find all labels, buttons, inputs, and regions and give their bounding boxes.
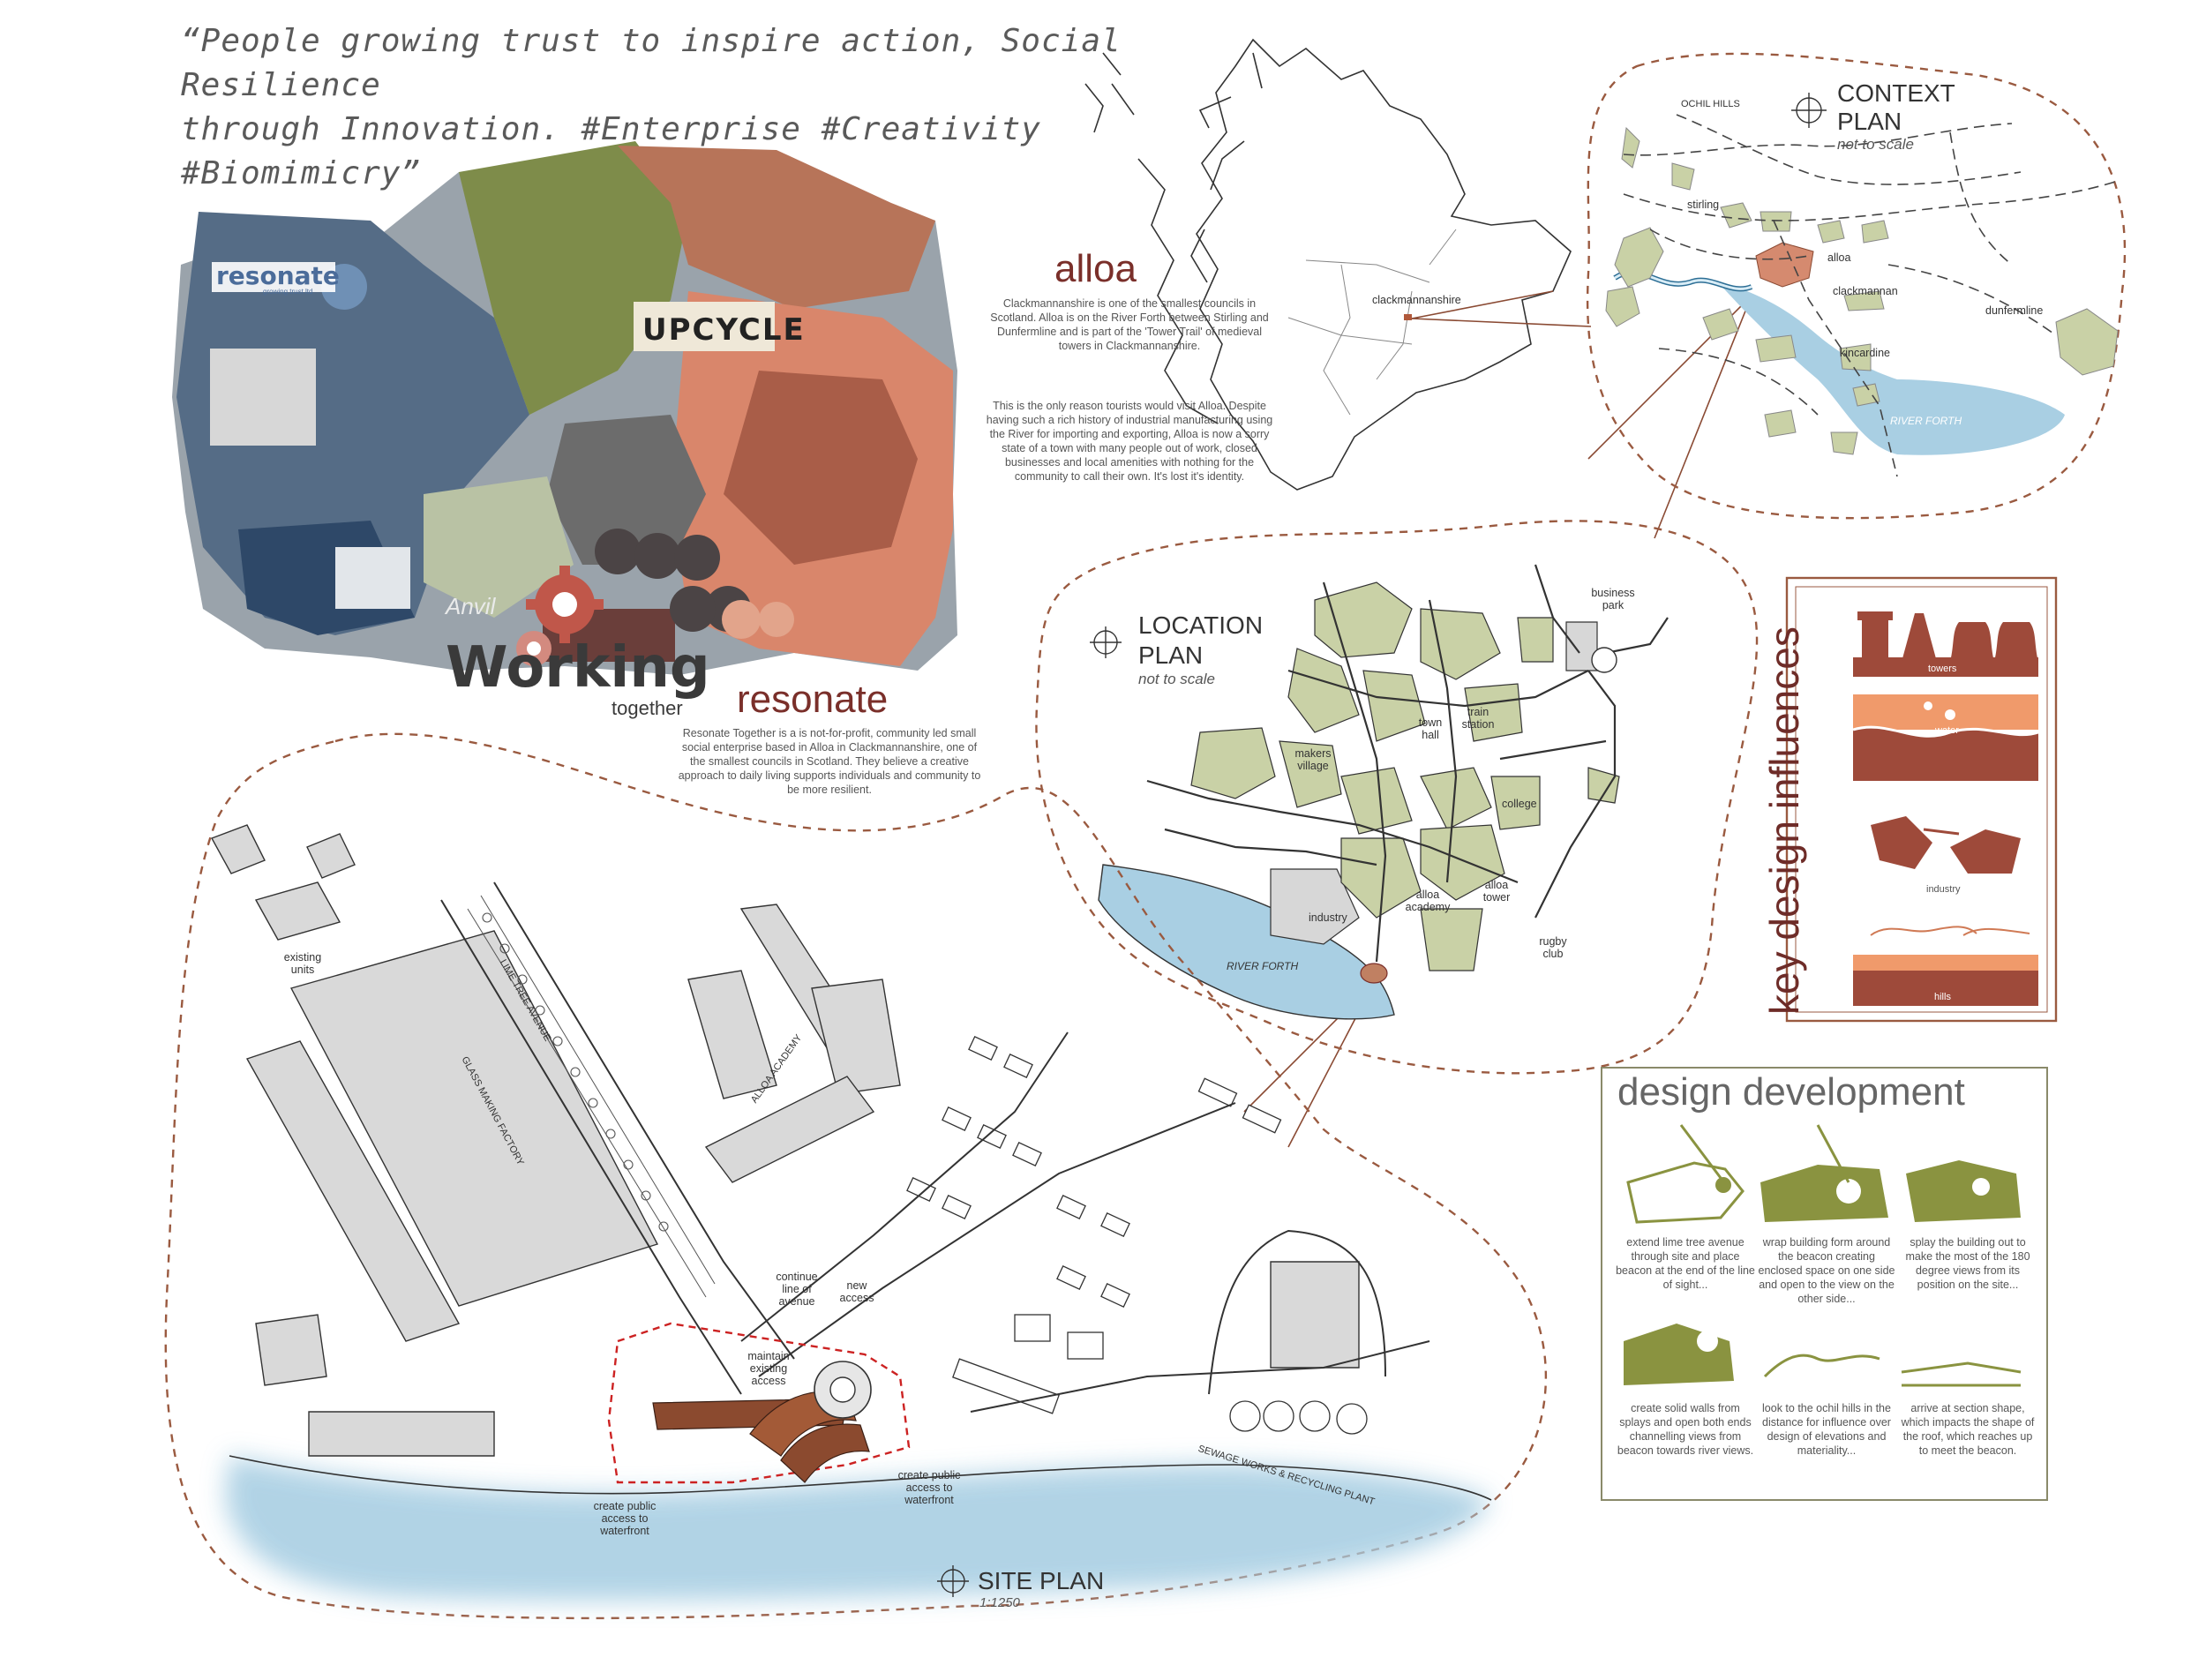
label-town-hall: town hall bbox=[1418, 716, 1443, 741]
hills-icon bbox=[1853, 926, 2038, 1006]
label-public-access-1: create public access to waterfront bbox=[593, 1500, 657, 1537]
alloa-heading: alloa bbox=[1054, 247, 1137, 290]
key-design-influences-panel bbox=[1785, 576, 2058, 1023]
context-plan-title-2: PLAN bbox=[1837, 108, 1902, 135]
site-marker bbox=[1360, 963, 1388, 984]
resonate-heading: resonate bbox=[737, 678, 889, 721]
label-alloa-academy-location: alloa academy bbox=[1405, 889, 1451, 913]
label-clackmannan: clackmannan bbox=[1833, 285, 1898, 297]
industry-icon bbox=[1871, 816, 2021, 874]
gear-icon bbox=[526, 566, 604, 643]
location-plan-map bbox=[1090, 564, 1669, 1020]
location-roads bbox=[1146, 564, 1669, 963]
gear-icon-small bbox=[516, 631, 552, 666]
alloa-paragraph-2: This is the only reason tourists would v… bbox=[986, 400, 1273, 483]
north-arrow-context bbox=[1791, 93, 1827, 128]
key-design-influences-title: key design influences bbox=[1761, 626, 1807, 1015]
design-development-title: design development bbox=[1617, 1070, 1965, 1114]
label-business-park: business park bbox=[1591, 587, 1635, 611]
label-river-forth-location: RIVER FORTH bbox=[1227, 960, 1299, 972]
location-plan-outline bbox=[1035, 520, 1759, 1075]
label-alloa-tower: alloa tower bbox=[1482, 879, 1511, 904]
label-river-forth-context: RIVER FORTH bbox=[1890, 415, 1962, 427]
site-plan-map bbox=[210, 824, 1492, 1601]
slogan-line-1: “People growing trust to inspire action,… bbox=[181, 23, 1122, 103]
clackmannanshire-marker bbox=[1404, 314, 1412, 320]
design-step-1: extend lime tree avenue through site and… bbox=[1616, 1236, 1755, 1291]
label-ochil-hills: OCHIL HILLS bbox=[1681, 99, 1740, 109]
context-plan-scale: not to scale bbox=[1837, 136, 1914, 153]
label-train-station: train station bbox=[1461, 706, 1495, 731]
north-arrow-site bbox=[937, 1565, 969, 1597]
label-makers-village: makers village bbox=[1294, 747, 1332, 772]
resonate-paragraph: Resonate Together is a is not-for-profit… bbox=[678, 727, 981, 796]
influence-towers: towers bbox=[1928, 664, 1957, 674]
slogan-line-2: through Innovation. #Enterprise #Creativ… bbox=[181, 111, 1041, 191]
label-industry-location: industry bbox=[1309, 911, 1347, 924]
site-plan-title: SITE PLAN bbox=[978, 1567, 1105, 1594]
label-alloa: alloa bbox=[1827, 251, 1851, 264]
label-rugby-club: rugby club bbox=[1539, 935, 1567, 960]
location-plan-scale: not to scale bbox=[1138, 671, 1215, 687]
location-plan-title-2: PLAN bbox=[1138, 641, 1204, 669]
label-college: college bbox=[1502, 798, 1537, 810]
clackmannanshire-label: clackmannanshire bbox=[1372, 294, 1461, 306]
context-plan-outline bbox=[1586, 52, 2127, 520]
design-step-2: wrap building form around the beacon cre… bbox=[1758, 1236, 1895, 1305]
influence-water: water bbox=[1935, 725, 1959, 736]
label-dunfermline: dunfermline bbox=[1985, 304, 2044, 317]
context-plan-map bbox=[1605, 93, 2119, 477]
upcycle-word: UPCYCLE bbox=[642, 312, 806, 348]
slogan: “People growing trust to inspire action,… bbox=[181, 19, 1152, 196]
proposed-building bbox=[652, 1361, 872, 1483]
label-stirling: stirling bbox=[1687, 199, 1720, 211]
design-development-panel bbox=[1601, 1067, 2048, 1501]
label-maintain-access: maintain existing access bbox=[747, 1350, 790, 1387]
design-step-6: arrive at section shape, which impacts t… bbox=[1901, 1402, 2035, 1457]
water-icon bbox=[1852, 694, 2039, 781]
towers-icon bbox=[1853, 611, 2038, 677]
site-plan-scale: 1:1250 bbox=[979, 1595, 1020, 1610]
site-boundary bbox=[607, 1322, 911, 1484]
north-arrow-location bbox=[1090, 626, 1122, 658]
label-public-access-2: create public access to waterfront bbox=[897, 1469, 961, 1506]
influence-industry: industry bbox=[1926, 884, 1961, 895]
resonate-logo-tag: growing trust ltd bbox=[263, 288, 313, 296]
design-step-3: splay the building out to make the most … bbox=[1905, 1236, 2030, 1291]
design-step-5: look to the ochil hills in the distance … bbox=[1762, 1402, 1891, 1457]
site-plan-outline bbox=[164, 732, 1548, 1620]
alloa-paragraph-1: Clackmannanshire is one of the smallest … bbox=[990, 297, 1269, 352]
context-plan-title-1: CONTEXT bbox=[1837, 79, 1955, 107]
scotland-map bbox=[1084, 38, 1572, 491]
resonate-logo-box bbox=[212, 262, 335, 292]
collage bbox=[172, 141, 957, 675]
working-word: Working bbox=[446, 635, 710, 701]
resonate-logo: resonate bbox=[216, 261, 340, 290]
label-new-access: new access bbox=[839, 1279, 874, 1304]
label-existing-units: existing units bbox=[283, 951, 322, 976]
location-plan-title-1: LOCATION bbox=[1138, 611, 1264, 639]
anvil-word: Anvil bbox=[446, 593, 496, 619]
influence-hills: hills bbox=[1934, 992, 1951, 1002]
design-step-4: create solid walls from splays and open … bbox=[1617, 1402, 1754, 1457]
together-word: together bbox=[612, 697, 683, 719]
label-continue-line: continue line of avenue bbox=[776, 1271, 818, 1308]
label-kincardine: kincardine bbox=[1840, 347, 1890, 359]
